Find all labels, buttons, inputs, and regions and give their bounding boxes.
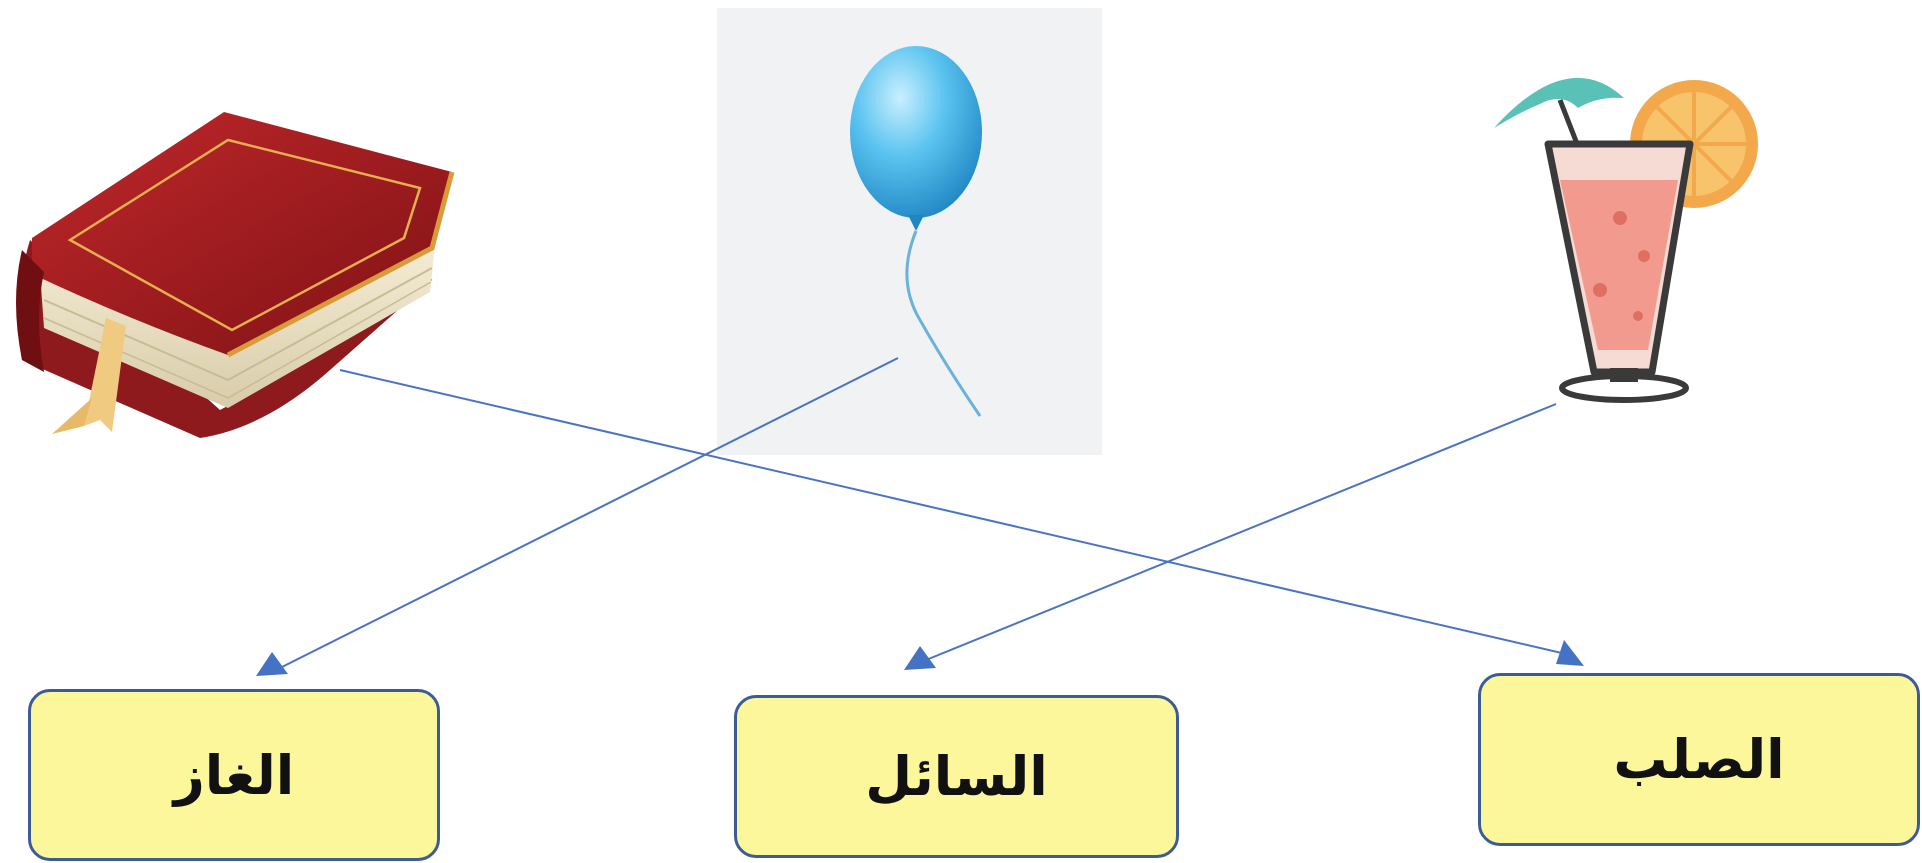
match-arrows xyxy=(256,358,1584,676)
label-box-solid[interactable]: الصلب xyxy=(1478,673,1920,846)
arrow-juice-to-liquid xyxy=(904,404,1556,670)
label-text-liquid: السائل xyxy=(865,745,1048,808)
label-box-gas[interactable]: الغاز xyxy=(28,689,440,861)
arrow-book-to-solid xyxy=(340,370,1584,666)
label-text-gas: الغاز xyxy=(174,744,295,807)
label-text-solid: الصلب xyxy=(1613,728,1784,791)
juice-glass-icon xyxy=(1494,78,1758,400)
book-icon xyxy=(16,112,452,438)
label-box-liquid[interactable]: السائل xyxy=(734,695,1179,858)
balloon-icon xyxy=(850,46,982,416)
arrow-balloon-to-gas xyxy=(256,358,898,676)
